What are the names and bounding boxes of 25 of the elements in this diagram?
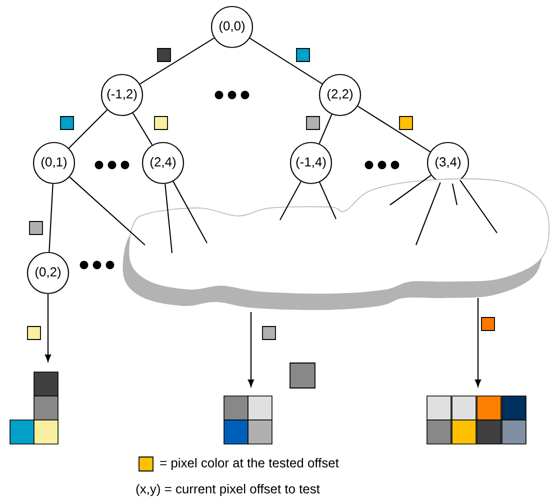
connector-line [172, 181, 208, 244]
legend-text: = pixel color at the tested offset [160, 458, 339, 470]
connector-line [69, 176, 146, 246]
connector-line [280, 181, 302, 220]
connector-line [44, 294, 52, 362]
pixel-grid [426, 396, 526, 444]
pixel-grid [10, 372, 58, 444]
connector-line [248, 312, 254, 387]
connector-line [48, 184, 54, 252]
connector-line [140, 38, 214, 84]
connector-line [68, 110, 108, 148]
connector-line [452, 183, 458, 206]
connector-line [358, 106, 430, 152]
connector-line [460, 180, 498, 234]
connector-line [319, 182, 336, 220]
connector-line [318, 114, 332, 144]
connector-line [250, 38, 322, 84]
connector-line [390, 174, 432, 206]
note-text: (x,y) = current pixel offset to test [136, 484, 320, 496]
pixel-grid [224, 396, 272, 444]
cloud [122, 178, 550, 310]
connector-line [416, 182, 441, 246]
connector-line [474, 298, 482, 387]
connector-line [164, 184, 173, 254]
connector-line [132, 112, 153, 146]
